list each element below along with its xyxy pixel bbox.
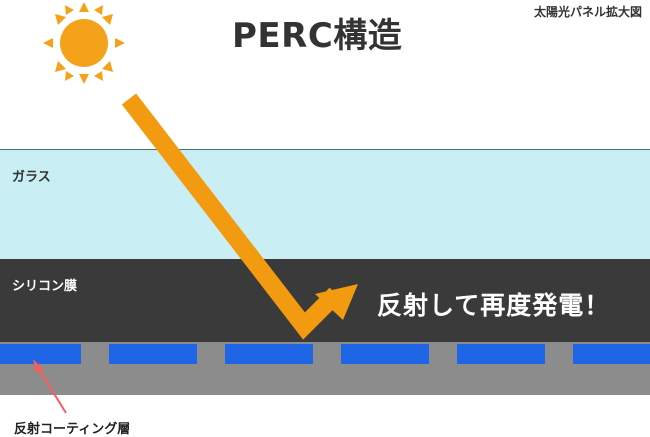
coating-segment bbox=[225, 344, 313, 364]
coating-segment bbox=[457, 344, 545, 364]
reflected-light-arrow bbox=[121, 93, 358, 340]
silicon-layer-label: シリコン膜 bbox=[12, 279, 78, 294]
coating-segment bbox=[341, 344, 429, 364]
glass-layer bbox=[0, 149, 650, 259]
coating-layer-label: 反射コーティング層 bbox=[14, 422, 131, 437]
coating-segment bbox=[109, 344, 197, 364]
glass-layer-label: ガラス bbox=[12, 170, 51, 185]
coating-pointer-arrow bbox=[33, 359, 67, 414]
reflection-message: 反射して再度発電！ bbox=[377, 291, 611, 320]
coating-segment bbox=[573, 344, 650, 364]
diagram-caption: 太陽光パネル拡大図 bbox=[533, 5, 642, 19]
page-title: PERC構造 bbox=[232, 16, 403, 56]
sun-icon bbox=[43, 2, 125, 84]
coating-segment bbox=[0, 344, 81, 364]
